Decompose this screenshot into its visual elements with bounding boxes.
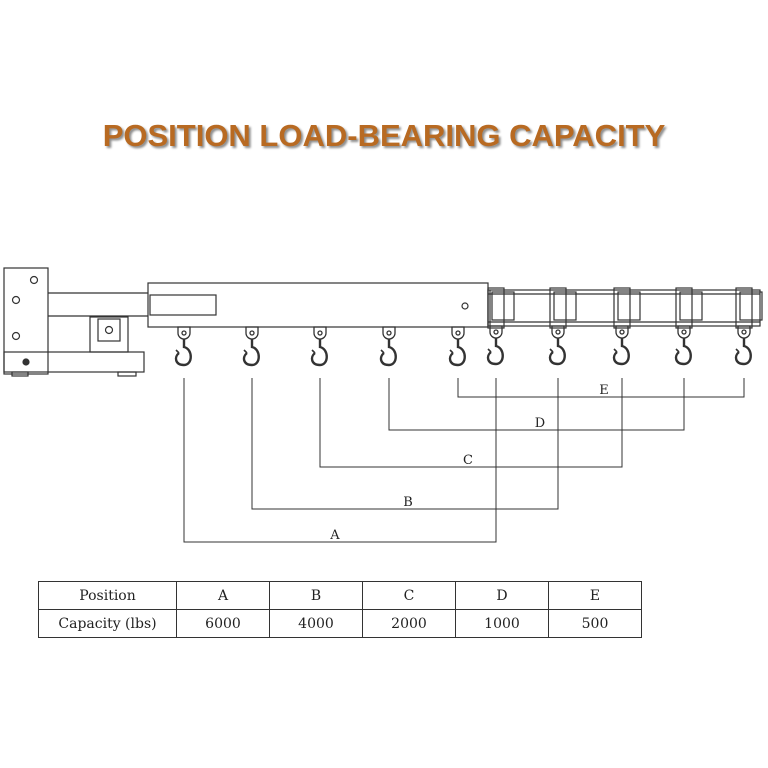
- main-boom: [147, 282, 489, 328]
- capacity-e: 500: [548, 609, 642, 638]
- bracket-icon: [675, 287, 703, 329]
- dimension-label-b: B: [403, 495, 413, 510]
- hook-icon: [548, 325, 566, 366]
- page-title: POSITION LOAD-BEARING CAPACITY: [102, 118, 666, 153]
- position-c: C: [362, 581, 456, 610]
- bracket-icon: [487, 287, 515, 329]
- hooks: [174, 325, 752, 367]
- position-e: E: [548, 581, 642, 610]
- table-row-position: Position A B C D E: [38, 581, 642, 610]
- hook-icon: [379, 326, 397, 367]
- position-d: D: [455, 581, 549, 610]
- dimension-label-d: D: [535, 416, 545, 431]
- brackets: [487, 287, 763, 329]
- dimension-lines: [183, 378, 745, 543]
- dimension-labels: A B C D E: [329, 383, 608, 543]
- capacity-header: Capacity (lbs): [38, 609, 177, 638]
- hook-icon: [734, 325, 752, 366]
- position-a: A: [176, 581, 270, 610]
- position-b: B: [269, 581, 363, 610]
- capacity-c: 2000: [362, 609, 456, 638]
- extension-boom: [487, 289, 761, 327]
- hook-icon: [174, 326, 192, 367]
- dimension-label-a: A: [329, 528, 340, 543]
- bracket-icon: [735, 287, 763, 329]
- hook-icon: [612, 325, 630, 366]
- bracket-icon: [549, 287, 577, 329]
- capacity-table: Position A B C D E Capacity (lbs) 6000 4…: [38, 581, 642, 638]
- capacity-a: 6000: [176, 609, 270, 638]
- capacity-b: 4000: [269, 609, 363, 638]
- table-row-capacity: Capacity (lbs) 6000 4000 2000 1000 500: [38, 609, 642, 638]
- position-header: Position: [38, 581, 177, 610]
- dimension-label-e: E: [599, 383, 609, 398]
- hook-icon: [448, 326, 466, 367]
- bracket-icon: [613, 287, 641, 329]
- hook-icon: [486, 325, 504, 366]
- hook-icon: [674, 325, 692, 366]
- boom-diagram: A B C D E: [3, 267, 763, 543]
- hook-icon: [310, 326, 328, 367]
- dimension-label-c: C: [463, 453, 473, 468]
- mount-bracket: [3, 267, 148, 377]
- capacity-d: 1000: [455, 609, 549, 638]
- hook-icon: [242, 326, 260, 367]
